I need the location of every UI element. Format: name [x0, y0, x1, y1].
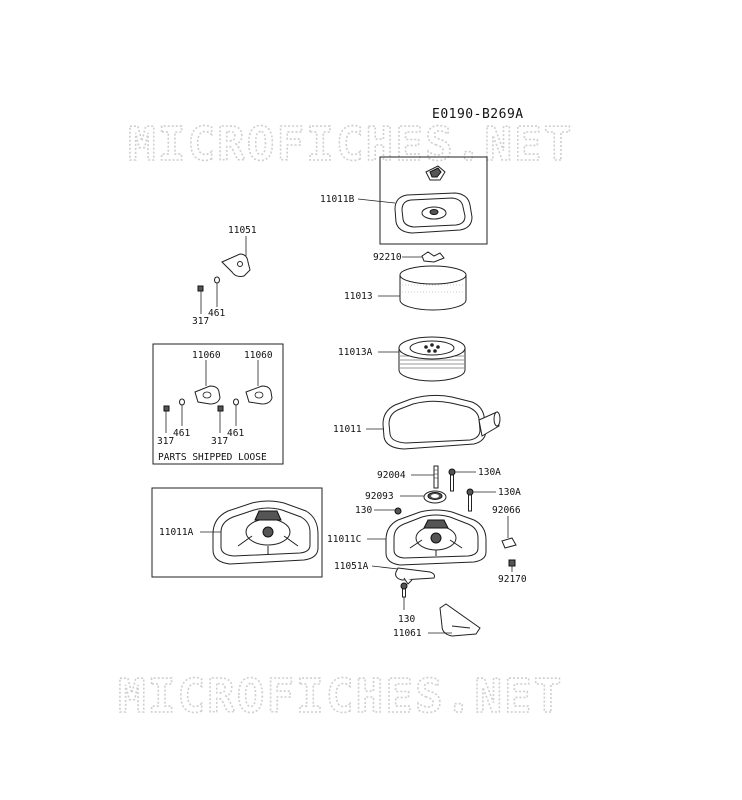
nut-317-right-part [217, 405, 224, 412]
grommet-92066-part [501, 537, 517, 549]
gasket-11060-right-part [245, 385, 273, 405]
filter-element-part [398, 336, 466, 382]
nut-317-top-part [197, 285, 204, 292]
wing-nut-part [421, 251, 445, 263]
bolt-130A-1-part [448, 468, 456, 492]
cover-group-box [379, 156, 488, 245]
washer-461-left-part [179, 398, 185, 406]
label-11061: 11061 [393, 628, 422, 639]
label-11013A: 11013A [338, 347, 373, 358]
loose-parts-caption: PARTS SHIPPED LOOSE [158, 452, 267, 463]
housing-part [382, 394, 501, 450]
label-92066: 92066 [492, 505, 521, 516]
label-11011B: 11011B [320, 194, 355, 205]
label-92170: 92170 [498, 574, 527, 585]
plate-11061-part [439, 603, 481, 637]
label-11011: 11011 [333, 424, 362, 435]
label-11060-left: 11060 [192, 350, 221, 361]
label-130-2: 130 [398, 614, 415, 625]
label-317-right: 317 [211, 436, 228, 447]
label-461-right: 461 [227, 428, 244, 439]
label-317-top: 317 [192, 316, 209, 327]
label-11060-right: 11060 [244, 350, 273, 361]
label-11011A: 11011A [159, 527, 194, 538]
label-11011C: 11011C [327, 534, 361, 545]
label-92004: 92004 [377, 470, 406, 481]
label-11013: 11013 [344, 291, 373, 302]
precleaner-part [399, 265, 467, 311]
bolt-130-1-part [394, 507, 402, 515]
label-461-left: 461 [173, 428, 190, 439]
nut-317-left-part [163, 405, 170, 412]
label-130A-2: 130A [498, 487, 521, 498]
loose-parts-box [152, 343, 284, 465]
watermark-top: MICROFICHES.NET [128, 117, 573, 171]
label-461-top: 461 [208, 308, 225, 319]
base-part [385, 509, 487, 566]
base-assembly-11011A-part [212, 500, 319, 565]
label-130A-1: 130A [478, 467, 501, 478]
label-92093: 92093 [365, 491, 394, 502]
bracket-11051A-part [395, 567, 435, 585]
clip-92170-part [508, 559, 516, 567]
base-assembly-box [151, 487, 323, 578]
bolt-130A-2-part [466, 488, 474, 512]
knob-part [425, 165, 446, 181]
washer-461-right-part [233, 398, 239, 406]
washer-461-top-part [214, 276, 220, 284]
bolt-130-2-part [400, 582, 408, 598]
label-92210: 92210 [373, 252, 402, 263]
label-11051A: 11051A [334, 561, 369, 572]
cover-part [394, 192, 473, 234]
gasket-11060-left-part [194, 385, 221, 405]
label-317-left: 317 [157, 436, 174, 447]
diagram-code: E0190-B269A [432, 107, 524, 122]
label-11051: 11051 [228, 225, 257, 236]
bracket-11051-part [221, 253, 251, 277]
stud-part [433, 465, 439, 489]
seal-part [423, 490, 447, 504]
watermark-bottom: MICROFICHES.NET [118, 669, 563, 723]
label-130-1: 130 [355, 505, 372, 516]
